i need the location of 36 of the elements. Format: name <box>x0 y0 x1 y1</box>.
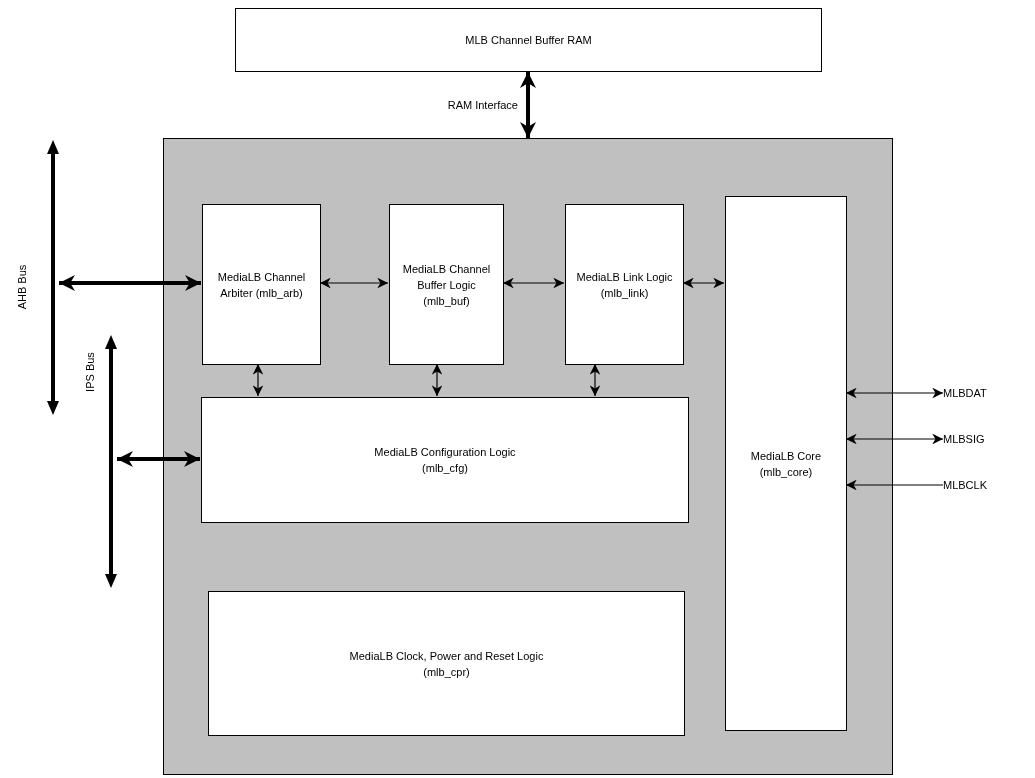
module-block <box>163 138 893 775</box>
bus-arrow <box>105 335 117 588</box>
block-text: MediaLB Configuration Logic <box>374 445 516 460</box>
connector-arrow <box>319 277 389 289</box>
connector-arrow <box>502 277 565 289</box>
bus-label: IPS Bus <box>83 351 97 394</box>
block-text: MediaLB Channel Buffer Logic (mlb_buf) <box>401 261 492 309</box>
logic-block <box>565 204 684 365</box>
bus-label: AHB Bus <box>15 263 29 312</box>
block-text: MediaLB Core (mlb_core) <box>749 448 823 480</box>
logic-block <box>235 8 822 72</box>
connector-arrow <box>589 363 601 397</box>
connector-arrow <box>59 275 201 291</box>
connector-arrow <box>520 72 536 138</box>
connector-arrow <box>117 451 200 467</box>
block-text: MediaLB Channel Arbiter (mlb_arb) <box>216 269 307 301</box>
signal-label: MLBDAT <box>943 384 1033 402</box>
logic-block <box>202 204 321 365</box>
signal-label: MLBSIG <box>943 430 1033 448</box>
logic-block <box>389 204 504 365</box>
connector-arrow <box>845 433 944 445</box>
connector-arrow <box>252 363 264 397</box>
connector-arrow <box>431 363 443 397</box>
block-text: (mlb_cfg) <box>422 461 468 476</box>
logic-block <box>201 397 689 523</box>
block-text: MLB Channel Buffer RAM <box>465 33 592 48</box>
connector-arrow <box>845 387 944 399</box>
block-text: MediaLB Clock, Power and Reset Logic <box>349 648 544 664</box>
connector-arrow <box>845 479 944 491</box>
block-text: MediaLB Link Logic (mlb_link) <box>575 269 674 301</box>
logic-block <box>208 591 685 736</box>
bus-arrow <box>47 140 59 415</box>
signal-label: MLBCLK <box>943 476 1033 494</box>
block-text: (mlb_cpr) <box>423 664 470 680</box>
connector-arrow <box>682 277 725 289</box>
logic-block <box>725 196 847 731</box>
